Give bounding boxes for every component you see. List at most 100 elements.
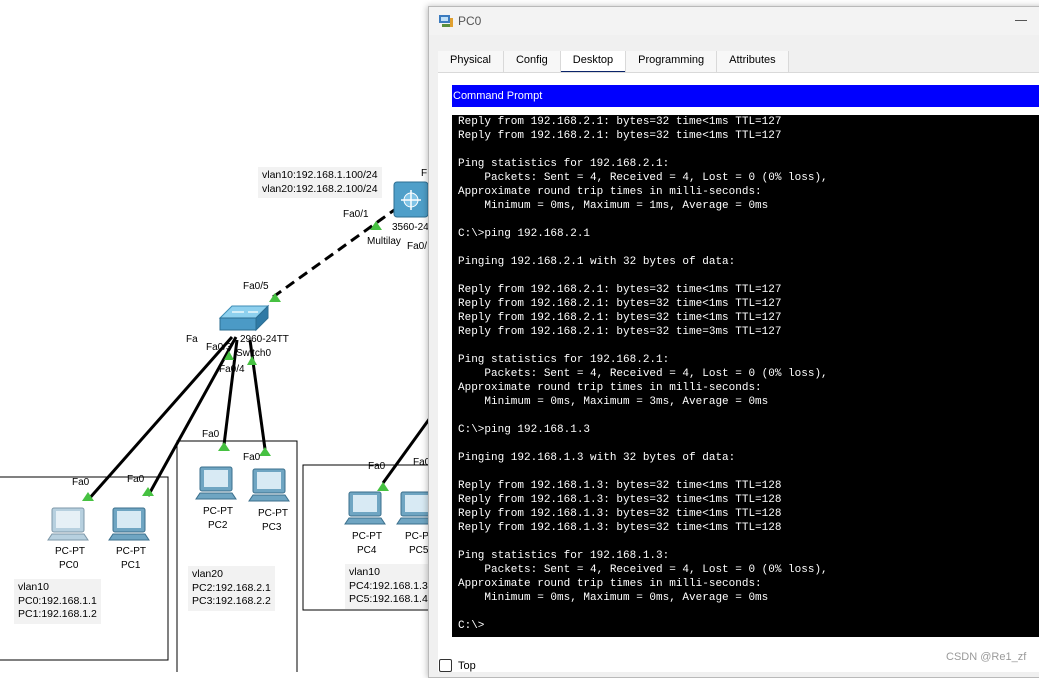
note-line: vlan20:192.168.2.100/24	[262, 182, 378, 195]
device-tabs: Physical Config Desktop Programming Attr…	[438, 51, 789, 73]
terminal-line: Reply from 192.168.2.1: bytes=32 time<1m…	[458, 116, 782, 128]
terminal-line	[458, 535, 828, 549]
note-vlan10-left[interactable]: vlan10 PC0:192.168.1.1 PC1:192.168.1.2	[14, 579, 101, 624]
port-up-indicator	[218, 442, 230, 451]
command-prompt-terminal[interactable]: Reply from 192.168.2.1: bytes=32 time<1m…	[452, 115, 1039, 637]
pc-name-label: PC0	[59, 560, 79, 571]
terminal-line	[458, 409, 828, 423]
minimize-button[interactable]	[1011, 9, 1039, 33]
terminal-line: Packets: Sent = 4, Received = 4, Lost = …	[458, 368, 828, 380]
port-up-indicator	[377, 482, 389, 491]
pc-icon-pc3[interactable]	[248, 468, 290, 502]
note-vlan-gateways[interactable]: vlan10:192.168.1.100/24 vlan20:192.168.2…	[258, 167, 382, 198]
terminal-line: Reply from 192.168.1.3: bytes=32 time<1m…	[458, 522, 782, 534]
pc-type-label: PC-PT	[116, 546, 146, 557]
tab-programming[interactable]: Programming	[626, 51, 718, 72]
pc-name-label: PC4	[357, 545, 377, 556]
port-label: Fa0	[202, 429, 220, 440]
area-frame-vlan10-right	[302, 464, 430, 611]
port-label: Fa0/4	[219, 364, 245, 375]
tab-config[interactable]: Config	[503, 51, 561, 72]
terminal-line: C:\>ping 192.168.2.1	[458, 228, 591, 240]
pc-name-label: PC2	[208, 520, 228, 531]
note-line: vlan10	[18, 581, 49, 593]
terminal-output: Reply from 192.168.2.1: bytes=32 time<1m…	[458, 115, 828, 633]
terminal-line: Reply from 192.168.2.1: bytes=32 time<1m…	[458, 312, 782, 324]
access-switch-name-label: Switch0	[236, 348, 271, 359]
port-label: Fa0/	[407, 241, 427, 252]
port-label: Fa0	[127, 474, 145, 485]
tab-physical[interactable]: Physical	[438, 51, 504, 72]
note-vlan20[interactable]: vlan20 PC2:192.168.2.1 PC3:192.168.2.2	[188, 566, 275, 611]
terminal-line: Minimum = 0ms, Maximum = 3ms, Average = …	[458, 396, 769, 408]
terminal-line	[458, 143, 828, 157]
note-line: vlan10	[349, 566, 380, 578]
port-up-indicator	[247, 356, 257, 365]
terminal-line	[458, 605, 828, 619]
pc-icon-pc0[interactable]	[47, 507, 89, 541]
terminal-line: Reply from 192.168.2.1: bytes=32 time<1m…	[458, 298, 782, 310]
access-switch-icon[interactable]	[218, 304, 270, 332]
pc-icon-pc2[interactable]	[195, 466, 237, 500]
link-pc2	[222, 339, 239, 446]
note-vlan10-right[interactable]: vlan10 PC4:192.168.1.3 PC5:192.168.1.4	[345, 564, 432, 609]
note-line: PC5:192.168.1.4	[349, 593, 428, 605]
pc-app-icon	[439, 15, 453, 27]
port-label: Fa0/1	[343, 209, 369, 220]
terminal-line: Packets: Sent = 4, Received = 4, Lost = …	[458, 564, 828, 576]
port-up-indicator	[370, 221, 382, 230]
multilayer-switch-icon[interactable]	[393, 181, 429, 218]
pc-type-label: PC-PT	[258, 508, 288, 519]
area-frame-vlan10-left	[0, 476, 169, 661]
pc-icon-pc1[interactable]	[108, 507, 150, 541]
terminal-line	[458, 241, 828, 255]
pc0-device-window[interactable]: PC0 Physical Config Desktop Programming …	[428, 6, 1039, 678]
always-on-top-checkbox[interactable]	[439, 659, 452, 672]
pc-type-label: PC-PT	[203, 506, 233, 517]
terminal-line: Reply from 192.168.2.1: bytes=32 time<1m…	[458, 130, 782, 142]
note-line: PC4:192.168.1.3	[349, 579, 428, 592]
terminal-line: Reply from 192.168.1.3: bytes=32 time<1m…	[458, 508, 782, 520]
terminal-line: Packets: Sent = 4, Received = 4, Lost = …	[458, 172, 828, 184]
terminal-line	[458, 465, 828, 479]
tab-desktop[interactable]: Desktop	[560, 51, 627, 73]
pc-icon-pc4[interactable]	[344, 491, 386, 525]
window-titlebar[interactable]: PC0	[429, 7, 1039, 35]
port-up-indicator	[82, 492, 94, 501]
always-on-top-label: Top	[458, 660, 476, 672]
port-label: Fa0/5	[243, 281, 269, 292]
note-line: vlan10:192.168.1.100/24	[262, 169, 378, 181]
terminal-line: C:\>ping 192.168.1.3	[458, 424, 591, 436]
terminal-line: Reply from 192.168.1.3: bytes=32 time<1m…	[458, 494, 782, 506]
link-pc0	[86, 336, 234, 501]
note-line: PC2:192.168.2.1	[192, 581, 271, 594]
port-up-indicator	[142, 487, 154, 496]
terminal-line: Approximate round trip times in milli-se…	[458, 186, 762, 198]
terminal-line: Minimum = 0ms, Maximum = 0ms, Average = …	[458, 592, 769, 604]
pc-name-label: PC5	[409, 545, 429, 556]
pc-type-label: PC-PT	[352, 531, 382, 542]
note-line: PC0:192.168.1.1	[18, 594, 97, 607]
port-label: Fa	[186, 334, 198, 345]
pc-icon-pc5[interactable]	[396, 491, 438, 525]
multilayer-switch-model-label: 3560-24P	[392, 222, 436, 233]
terminal-line	[458, 213, 828, 227]
multilayer-switch-name-label: Multilay	[367, 236, 401, 247]
pc-type-label: PC-P	[405, 531, 429, 542]
tab-attributes[interactable]: Attributes	[717, 51, 789, 72]
terminal-line: Approximate round trip times in milli-se…	[458, 578, 762, 590]
port-up-indicator	[259, 447, 271, 456]
terminal-line	[458, 339, 828, 353]
area-frame-vlan20	[176, 440, 298, 672]
command-prompt-header: Command Prompt	[452, 85, 1039, 107]
note-line: vlan20	[192, 568, 223, 580]
trunk-link	[272, 206, 398, 299]
pc-name-label: PC3	[262, 522, 282, 533]
pc-name-label: PC1	[121, 560, 141, 571]
terminal-line: C:\>	[458, 620, 485, 632]
note-line: PC1:192.168.1.2	[18, 608, 97, 620]
terminal-line: Reply from 192.168.2.1: bytes=32 time<1m…	[458, 284, 782, 296]
terminal-line	[458, 437, 828, 451]
